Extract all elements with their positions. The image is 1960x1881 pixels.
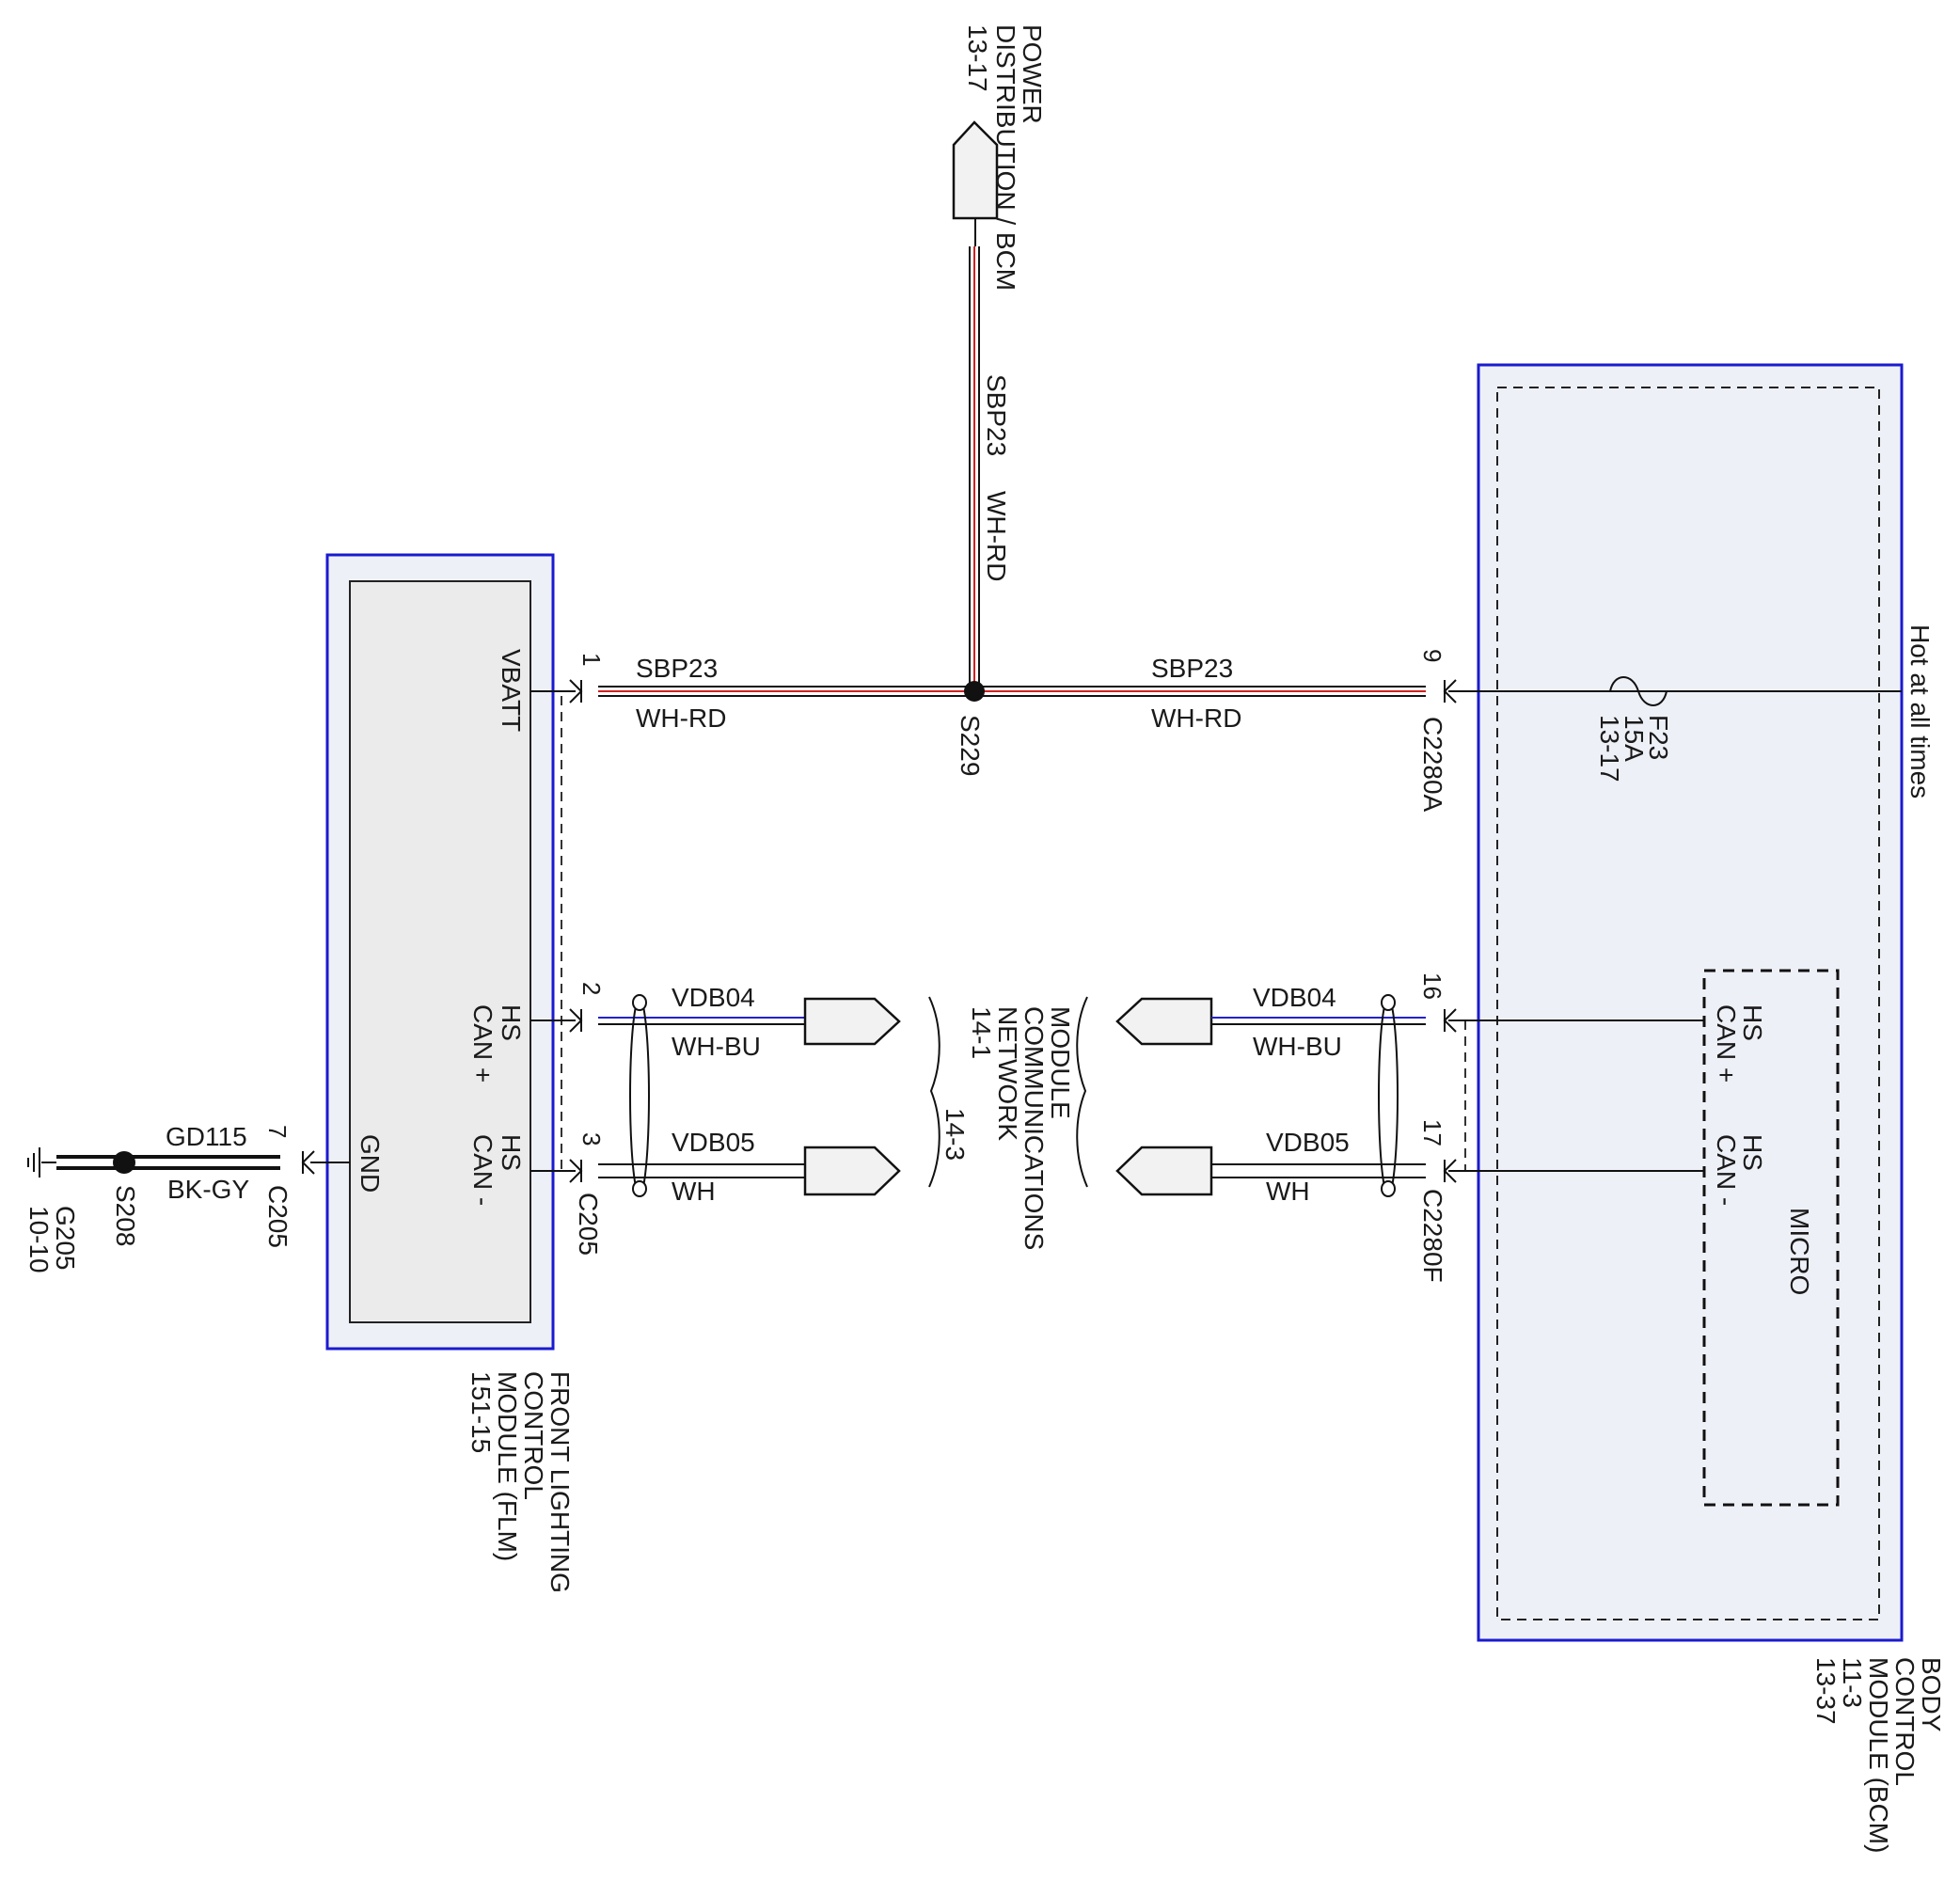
flm-title-4: 151-15 <box>466 1371 496 1453</box>
power-distribution-connector <box>952 120 999 246</box>
flm-module <box>325 553 555 1351</box>
pin-17: 17 <box>1418 1119 1446 1146</box>
connector-c205: C205 <box>574 1193 603 1256</box>
fuse-ref: 13-17 <box>1595 715 1624 782</box>
flm-title-3: MODULE (FLM) <box>493 1371 522 1561</box>
connector-c205-gnd: C205 <box>263 1185 292 1248</box>
can-plus-wires <box>530 997 1704 1046</box>
pin-1: 1 <box>577 653 606 666</box>
fuse-rating: 15A <box>1620 715 1649 762</box>
vbatt-left-color: WH-RD <box>636 703 726 733</box>
ground-circuit <box>27 1147 350 1178</box>
can-minus-wires <box>530 1146 1704 1196</box>
pin-3: 3 <box>577 1132 606 1146</box>
can-plus-right-circuit: VDB04 <box>1253 983 1336 1012</box>
bcm-title-3: MODULE (BCM) <box>1864 1657 1893 1853</box>
splice-s208-label: S208 <box>111 1185 140 1246</box>
vbatt-right-color: WH-RD <box>1151 703 1241 733</box>
fuse-name: F23 <box>1644 715 1673 760</box>
flm-hscan-minus-1: HS <box>497 1134 526 1171</box>
can-minus-left-circuit: VDB05 <box>672 1128 755 1157</box>
can-plus-left-color: WH-BU <box>672 1032 761 1061</box>
pin-9: 9 <box>1418 649 1446 662</box>
network-line-3: NETWORK <box>993 1006 1022 1141</box>
splice-s229-label: S229 <box>956 715 985 776</box>
bcm-hscan-minus-2: CAN - <box>1712 1134 1741 1206</box>
ground-ref-label: 10-10 <box>24 1206 54 1273</box>
flm-pin-gnd: GND <box>356 1134 385 1193</box>
flm-title-2: CONTROL <box>519 1371 548 1500</box>
ground-g205-label: G205 <box>51 1206 80 1271</box>
can-minus-left-color: WH <box>672 1177 716 1206</box>
ground-color-label: BK-GY <box>167 1175 249 1204</box>
vertical-wire-circuit: SBP23 <box>982 374 1011 456</box>
pin-7: 7 <box>263 1125 292 1138</box>
pin-16: 16 <box>1418 972 1446 1000</box>
network-line-2: COMMUNICATIONS <box>1020 1006 1049 1250</box>
flm-hscan-plus-2: CAN + <box>468 1004 498 1083</box>
bcm-module <box>1477 363 1904 1642</box>
can-minus-right-color: WH <box>1266 1177 1310 1206</box>
micro-block <box>1702 969 1840 1507</box>
twisted-pair-left <box>629 994 650 1197</box>
can-plus-left-circuit: VDB04 <box>672 983 755 1012</box>
vbatt-right-circuit: SBP23 <box>1151 654 1233 683</box>
bcm-title-4: 11-3 <box>1838 1657 1867 1708</box>
twisted-pair-right <box>1378 994 1399 1197</box>
flm-hscan-minus-2: CAN - <box>468 1134 498 1206</box>
vbatt-wire <box>530 679 1902 703</box>
bcm-title-2: CONTROL <box>1890 1657 1920 1786</box>
bcm-title-1: BODY <box>1917 1657 1946 1732</box>
bcm-title-5: 13-37 <box>1811 1657 1841 1725</box>
pin-2: 2 <box>577 982 606 995</box>
hot-at-all-times-label: Hot at all times <box>1905 624 1935 798</box>
network-ref-1: 14-1 <box>967 1006 996 1059</box>
connector-c2280f: C2280F <box>1418 1189 1447 1283</box>
vbatt-left-circuit: SBP23 <box>636 654 718 683</box>
splice-s208-dot <box>113 1151 135 1174</box>
bcm-hscan-minus-1: HS <box>1738 1134 1767 1171</box>
connector-c2280a: C2280A <box>1418 717 1447 813</box>
flm-hscan-plus-1: HS <box>497 1004 526 1041</box>
power-distribution-ref: 13-17 <box>963 24 992 92</box>
network-braces <box>928 996 1088 1188</box>
network-line-1: MODULE <box>1046 1006 1075 1119</box>
flm-title-1: FRONT LIGHTING <box>545 1371 575 1593</box>
micro-label: MICRO <box>1785 1208 1814 1295</box>
vertical-sbp23-wire <box>969 246 980 687</box>
power-distribution-title-1: POWER <box>1018 24 1047 124</box>
splice-s229-dot <box>964 681 985 702</box>
flm-pin-vbatt: VBATT <box>497 649 526 732</box>
network-ref-2: 14-3 <box>940 1108 970 1161</box>
can-plus-right-color: WH-BU <box>1253 1032 1342 1061</box>
bcm-hscan-plus-2: CAN + <box>1712 1004 1741 1083</box>
bcm-hscan-plus-1: HS <box>1738 1004 1767 1041</box>
fuse-f23-symbol <box>1609 676 1668 706</box>
power-distribution-title-2: DISTRIBUTION / BCM <box>991 24 1020 291</box>
vertical-wire-color: WH-RD <box>982 491 1011 581</box>
can-minus-right-circuit: VDB05 <box>1266 1128 1350 1157</box>
ground-circuit-label: GD115 <box>166 1122 247 1151</box>
